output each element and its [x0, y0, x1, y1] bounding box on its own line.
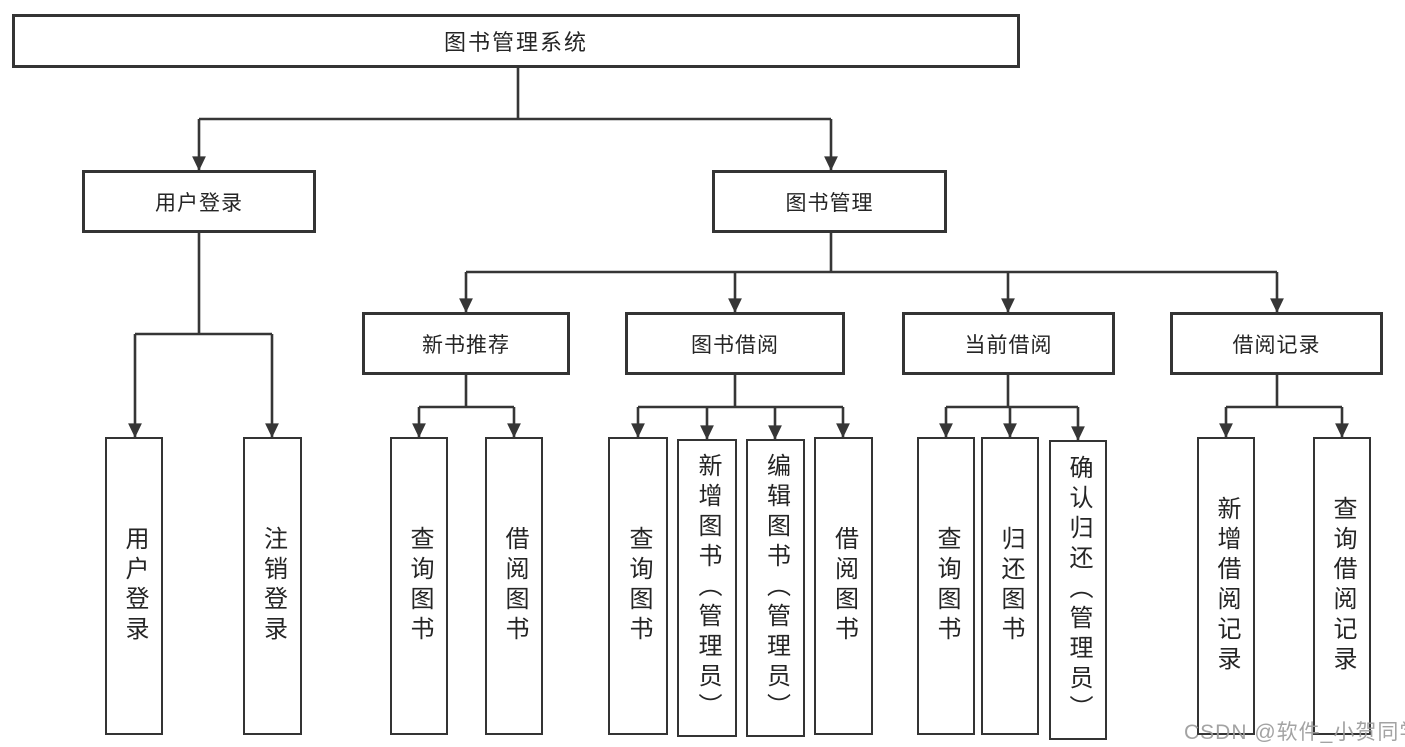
node-book-borrow: 图书借阅	[625, 312, 845, 375]
leaf-cb-query-book: 查询图书	[917, 437, 975, 735]
leaf-br-query-record: 查询借阅记录	[1313, 437, 1371, 735]
leaf-nb-query-book: 查询图书	[390, 437, 448, 735]
node-new-book-recommend: 新书推荐	[362, 312, 570, 375]
leaf-logout: 注销登录	[243, 437, 302, 735]
leaf-bb-query-book: 查询图书	[608, 437, 668, 735]
leaf-br-add-record: 新增借阅记录	[1197, 437, 1255, 735]
leaf-bb-add-book-admin: 新增图书（管理员）	[677, 439, 737, 737]
leaf-bb-borrow-book: 借阅图书	[814, 437, 873, 735]
leaf-cb-return-book: 归还图书	[981, 437, 1039, 735]
csdn-watermark: CSDN @软件_小贺同学	[1184, 721, 1405, 744]
node-borrow-record: 借阅记录	[1170, 312, 1383, 375]
node-user-login: 用户登录	[82, 170, 316, 233]
node-library-management-system: 图书管理系统	[12, 14, 1020, 68]
leaf-nb-borrow-book: 借阅图书	[485, 437, 543, 735]
leaf-bb-edit-book-admin: 编辑图书（管理员）	[746, 439, 805, 737]
node-current-borrow: 当前借阅	[902, 312, 1115, 375]
leaf-cb-confirm-return-admin: 确认归还（管理员）	[1049, 440, 1107, 740]
node-book-management: 图书管理	[712, 170, 947, 233]
leaf-user-login: 用户登录	[105, 437, 163, 735]
